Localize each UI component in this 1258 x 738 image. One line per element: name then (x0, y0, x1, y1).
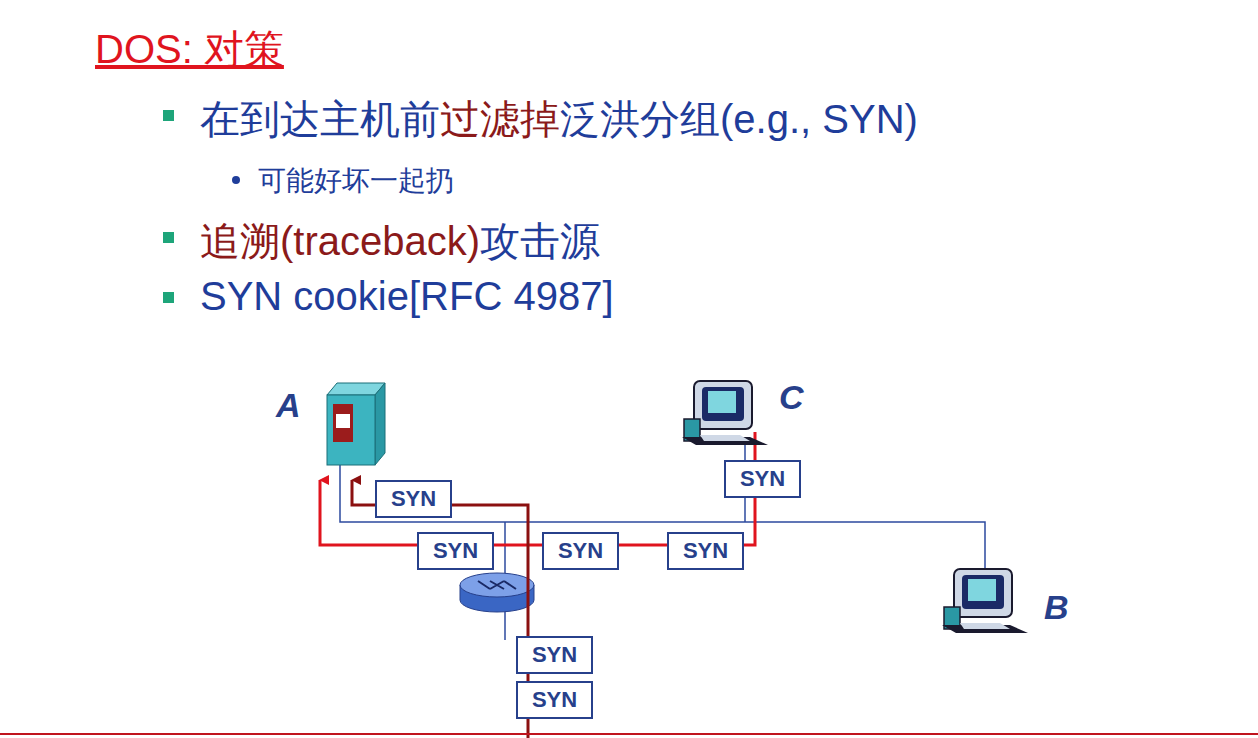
bullet-text: 追溯(traceback)攻击源 (200, 214, 600, 269)
bullet-marker (163, 232, 174, 243)
packet-label: SYN (427, 538, 484, 564)
bullet-run: 过滤掉 (440, 97, 560, 141)
bullet-run: SYN cookie[RFC 4987] (200, 274, 614, 318)
bullet-marker (163, 292, 174, 303)
packet-label: SYN (385, 486, 442, 512)
packet-label: SYN (552, 538, 609, 564)
router-symbol (460, 573, 534, 612)
attack-path (352, 480, 528, 738)
packet-label: SYN (526, 687, 583, 713)
bullet-run: 追溯(traceback) (200, 219, 480, 263)
bullet-run: 可能好坏一起扔 (258, 165, 454, 196)
bullet-run: 在到达主机前 (200, 97, 440, 141)
packet-label: SYN (526, 642, 583, 668)
syn-packet: SYN (724, 460, 801, 498)
bullet-text: 在到达主机前过滤掉泛洪分组(e.g., SYN) (200, 92, 918, 147)
syn-packet: SYN (375, 480, 452, 518)
packet-label: SYN (734, 466, 791, 492)
packet-label: SYN (677, 538, 734, 564)
syn-packet: SYN (516, 681, 593, 719)
bullet-marker (163, 110, 174, 121)
syn-packet: SYN (516, 636, 593, 674)
host-label: C (779, 378, 804, 417)
computer-icon (682, 381, 768, 445)
bullet-text: SYN cookie[RFC 4987] (200, 274, 614, 319)
slide-title: DOS: 对策 (95, 22, 284, 77)
footer-rule (0, 733, 1258, 735)
sub-bullet-dot (232, 176, 240, 184)
syn-packet: SYN (542, 532, 619, 570)
host-label: A (276, 386, 301, 425)
bullet-run: 泛洪分组(e.g., SYN) (560, 97, 918, 141)
syn-packet: SYN (667, 532, 744, 570)
syn-packet: SYN (417, 532, 494, 570)
host-label: B (1044, 588, 1069, 627)
network-wire (340, 440, 985, 640)
sub-bullet-text: 可能好坏一起扔 (258, 162, 454, 200)
bullet-run: 攻击源 (480, 219, 600, 263)
server-icon (327, 383, 385, 465)
computer-icon (942, 569, 1028, 633)
